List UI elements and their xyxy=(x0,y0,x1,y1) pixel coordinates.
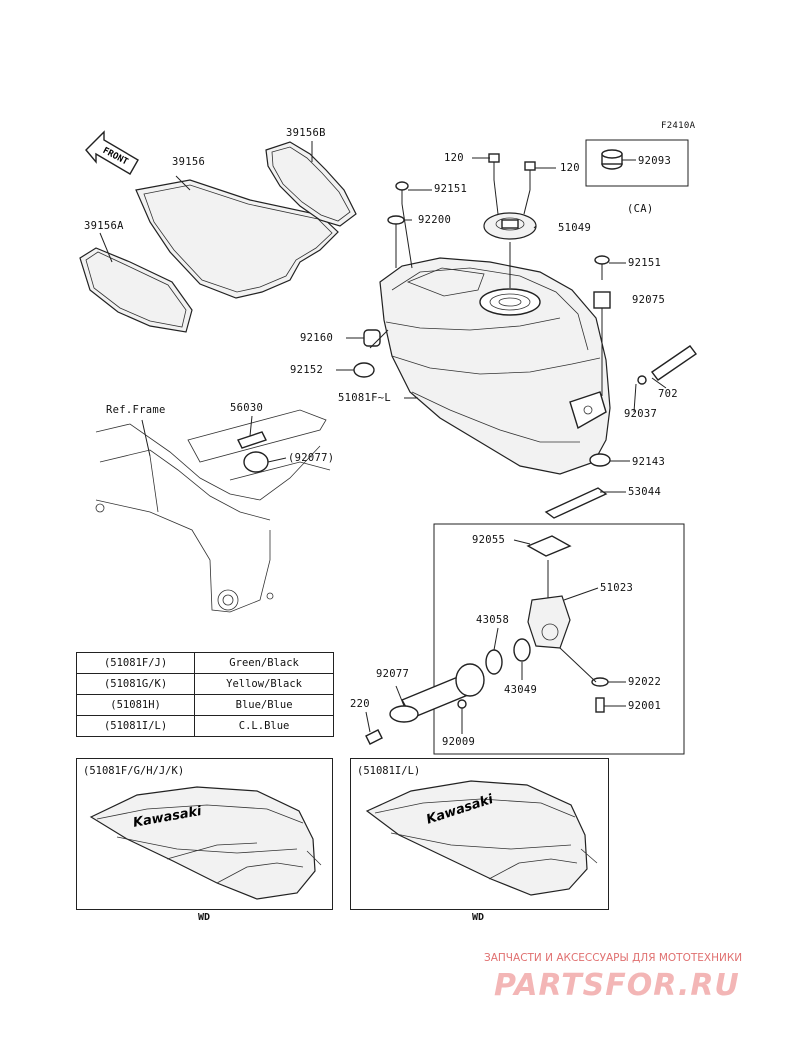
band-53044 xyxy=(544,487,608,519)
bolt-120-right xyxy=(524,161,536,190)
tap-lever-92077 xyxy=(389,663,485,723)
detail-box-92093 xyxy=(585,139,689,187)
color-name: Blue/Blue xyxy=(194,694,334,716)
part-92143: 92143 xyxy=(632,456,666,468)
fuel-cock-51023 xyxy=(527,560,571,649)
damper-92143 xyxy=(589,453,611,467)
panel-left-footer: WD xyxy=(198,912,211,923)
gasket-92055 xyxy=(526,535,572,557)
color-table: (51081F/J) Green/Black (51081G/K) Yellow… xyxy=(75,652,334,737)
part-120-right: 120 xyxy=(560,162,580,174)
washer-92200 xyxy=(387,215,405,225)
part-92055: 92055 xyxy=(472,534,506,546)
part-92001: 92001 xyxy=(628,700,662,712)
diagram-code: F2410A xyxy=(661,121,696,131)
part-92077: 92077 xyxy=(376,668,410,680)
decal-panel-right: (51081I/L) Kawasaki xyxy=(350,758,609,910)
watermark-tagline: ЗАПЧАСТИ И АКСЕССУАРЫ ДЛЯ МОТОТЕХНИКИ xyxy=(484,952,743,964)
part-51081: 51081F~L xyxy=(338,392,391,404)
pad-39156 xyxy=(135,179,339,299)
bolt-92001 xyxy=(595,697,605,713)
part-39156b: 39156B xyxy=(286,127,326,139)
gasket-43049 xyxy=(513,638,531,662)
hose-702 xyxy=(637,345,697,385)
part-92037: 92037 xyxy=(624,408,658,420)
ref-frame-label: Ref.Frame xyxy=(106,404,166,416)
tank-decal-left-drawing: Kawasaki xyxy=(89,786,322,900)
part-92200: 92200 xyxy=(418,214,452,226)
part-702: 702 xyxy=(658,388,678,400)
panel-left-code: (51081F/G/H/J/K) xyxy=(83,765,185,777)
table-row: (51081F/J) Green/Black xyxy=(75,652,334,674)
color-name: C.L.Blue xyxy=(194,715,334,737)
part-92009: 92009 xyxy=(442,736,476,748)
part-92151-rear: 92151 xyxy=(628,257,662,269)
part-92022: 92022 xyxy=(628,676,662,688)
o-ring-43058 xyxy=(485,649,503,675)
damper-92075 xyxy=(593,291,611,309)
part-51023: 51023 xyxy=(600,582,634,594)
table-row: (51081I/L) C.L.Blue xyxy=(75,715,334,737)
pad-39156b xyxy=(265,141,357,227)
screw-220 xyxy=(365,729,383,745)
color-name: Green/Black xyxy=(194,652,334,674)
tank-decal-right-drawing: Kawasaki xyxy=(365,780,598,896)
color-code: (51081H) xyxy=(75,694,196,716)
front-arrow: FRONT xyxy=(85,130,139,175)
bolt-92151-rear xyxy=(594,255,610,280)
cap-92093 xyxy=(601,149,623,170)
part-92151-top: 92151 xyxy=(434,183,468,195)
part-39156a: 39156A xyxy=(84,220,124,232)
part-92075: 92075 xyxy=(632,294,666,306)
panel-right-footer: WD xyxy=(472,912,485,923)
watermark-logo: PARTSFOR.RU xyxy=(494,968,740,1003)
fuel-tank xyxy=(379,257,611,475)
part-92077-ref: (92077) xyxy=(288,452,335,464)
part-56030: 56030 xyxy=(230,402,264,414)
pad-39156a xyxy=(79,247,193,333)
decal-panel-left: (51081F/G/H/J/K) Kawasaki xyxy=(76,758,333,910)
part-51049: 51049 xyxy=(558,222,592,234)
damper-92152 xyxy=(353,362,375,378)
filler-cap xyxy=(483,212,537,240)
part-53044: 53044 xyxy=(628,486,662,498)
leader-lines xyxy=(99,141,667,734)
color-code: (51081F/J) xyxy=(75,652,196,674)
part-92160: 92160 xyxy=(300,332,334,344)
label-56030 xyxy=(237,431,267,449)
part-92093: 92093 xyxy=(638,155,672,167)
color-code: (51081I/L) xyxy=(75,715,196,737)
frame xyxy=(95,409,331,613)
table-row: (51081G/K) Yellow/Black xyxy=(75,673,334,695)
fuel-cock-box xyxy=(433,523,685,755)
bolt-120-left xyxy=(488,153,500,180)
color-code: (51081G/K) xyxy=(75,673,196,695)
part-220: 220 xyxy=(350,698,370,710)
part-43058: 43058 xyxy=(476,614,510,626)
color-name: Yellow/Black xyxy=(194,673,334,695)
damper-92160 xyxy=(363,329,381,347)
screw-92009 xyxy=(457,699,467,724)
part-92152: 92152 xyxy=(290,364,324,376)
grommet-92077 xyxy=(243,451,269,473)
table-row: (51081H) Blue/Blue xyxy=(75,694,334,716)
panel-right-code: (51081I/L) xyxy=(357,765,421,777)
part-39156: 39156 xyxy=(172,156,206,168)
bolt-92151-top xyxy=(395,181,409,204)
washer-92022 xyxy=(591,677,609,687)
part-43049: 43049 xyxy=(504,684,538,696)
ca-label: (CA) xyxy=(627,203,654,215)
part-120-left: 120 xyxy=(444,152,464,164)
